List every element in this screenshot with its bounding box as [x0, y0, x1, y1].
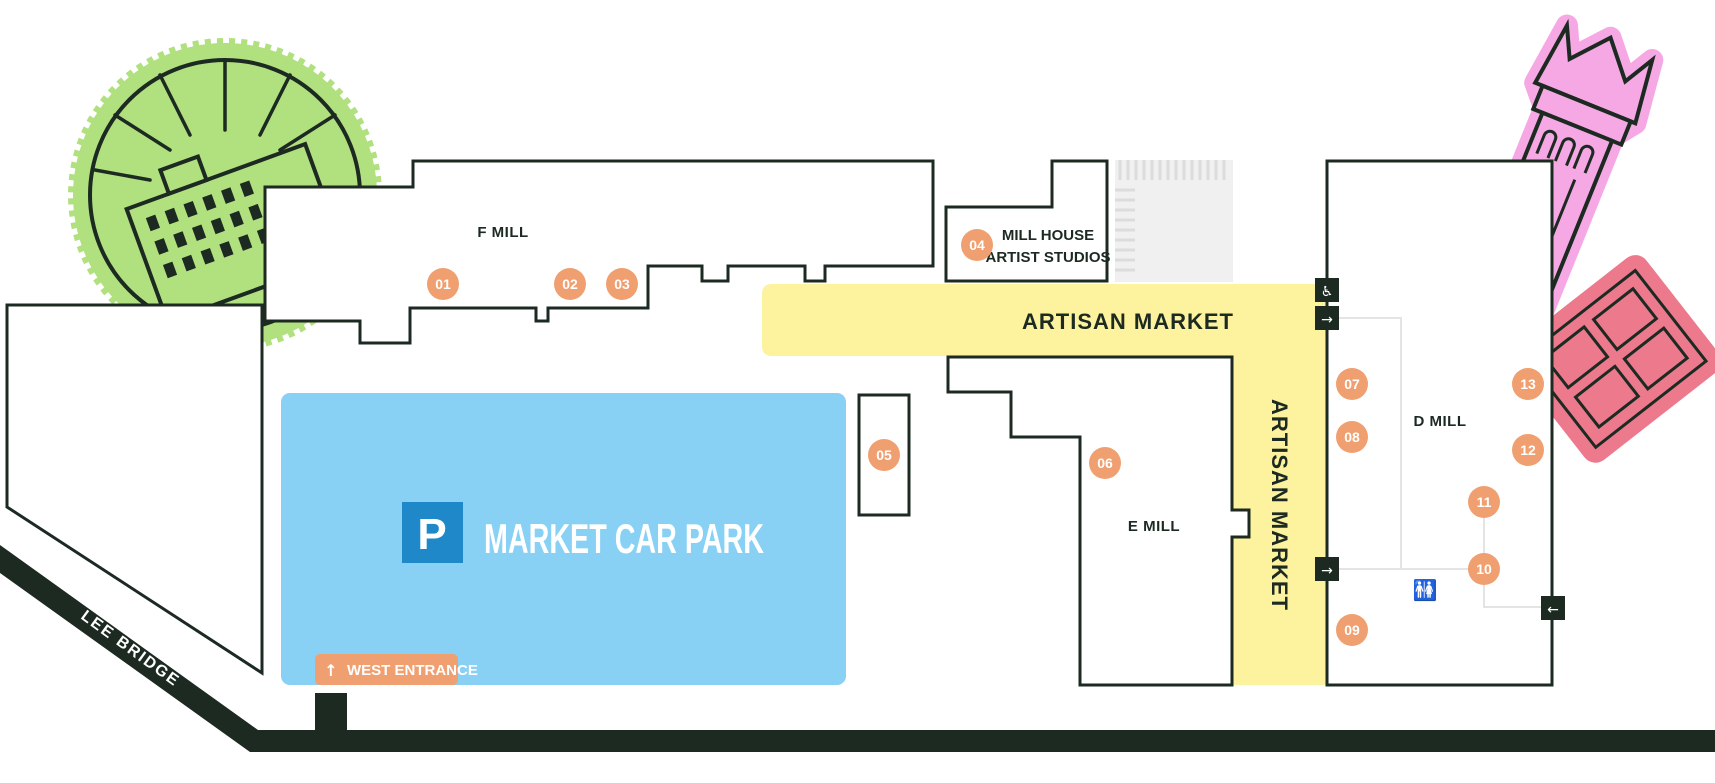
svg-text:10: 10	[1476, 561, 1492, 577]
artisan-market-label: ARTISAN MARKET	[1022, 309, 1234, 334]
unit-06[interactable]: 06	[1089, 447, 1121, 479]
svg-text:←: ←	[1547, 602, 1559, 618]
mill-house-building[interactable]: MILL HOUSE ARTIST STUDIOS	[944, 159, 1233, 283]
svg-text:04: 04	[969, 237, 985, 253]
unit-09[interactable]: 09	[1336, 614, 1368, 646]
unit-07[interactable]: 07	[1336, 368, 1368, 400]
svg-text:12: 12	[1520, 442, 1536, 458]
entrance-arrow-right-icon[interactable]: →	[1315, 306, 1339, 330]
d-mill-label: D MILL	[1414, 413, 1467, 430]
f-mill-label: F MILL	[477, 224, 528, 241]
svg-text:→: →	[1321, 312, 1333, 328]
svg-text:♿: ♿	[1321, 284, 1334, 300]
svg-text:03: 03	[614, 276, 630, 292]
west-plot-outline	[5, 303, 264, 676]
svg-text:→: →	[1321, 563, 1333, 579]
car-park-label: MARKET CAR PARK	[484, 515, 764, 562]
unit-02[interactable]: 02	[554, 268, 586, 300]
svg-text:05: 05	[876, 447, 892, 463]
svg-text:11: 11	[1477, 494, 1492, 510]
svg-text:01: 01	[435, 276, 451, 292]
mill-house-courtyard-steps	[1115, 160, 1226, 272]
unit-01[interactable]: 01	[427, 268, 459, 300]
mill-house-label-line2: ARTIST STUDIOS	[985, 249, 1110, 266]
svg-text:08: 08	[1344, 429, 1360, 445]
west-entrance[interactable]: ↑ WEST ENTRANCE	[315, 654, 478, 730]
e-mill-label: E MILL	[1128, 518, 1180, 535]
west-entrance-label: WEST ENTRANCE	[347, 662, 478, 679]
entrance-arrow-right-icon-lower[interactable]: →	[1315, 557, 1339, 581]
f-mill-building[interactable]: F MILL	[263, 159, 935, 345]
red-building-illustration	[1509, 255, 1715, 463]
unit-03[interactable]: 03	[606, 268, 638, 300]
accessible-entrance-icon[interactable]: ♿	[1315, 278, 1339, 302]
artisan-market-area[interactable]: ARTISAN MARKET ARTISAN MARKET	[762, 284, 1326, 685]
exit-arrow-left-icon[interactable]: ←	[1541, 596, 1565, 620]
unit-11[interactable]: 11	[1468, 486, 1500, 518]
market-car-park[interactable]: P MARKET CAR PARK	[281, 393, 846, 685]
unit-04[interactable]: 04	[961, 229, 993, 261]
parking-sign-letter: P	[417, 510, 446, 559]
unit-13[interactable]: 13	[1512, 368, 1544, 400]
svg-text:13: 13	[1520, 376, 1536, 392]
svg-text:02: 02	[562, 276, 578, 292]
road-label: LEE BRIDGE	[78, 607, 183, 690]
west-entrance-arrow-icon: ↑	[324, 661, 337, 680]
parking-sign	[402, 502, 463, 563]
svg-text:09: 09	[1344, 622, 1360, 638]
unit-10[interactable]: 10	[1468, 553, 1500, 585]
toilets-icon: 🚻	[1413, 578, 1438, 602]
unit-08[interactable]: 08	[1336, 421, 1368, 453]
svg-text:07: 07	[1344, 376, 1360, 392]
svg-text:06: 06	[1097, 455, 1113, 471]
e-mill-building[interactable]: E MILL	[946, 355, 1251, 687]
unit-05[interactable]: 05	[868, 439, 900, 471]
artisan-market-vertical-label: ARTISAN MARKET	[1267, 399, 1292, 611]
west-entrance-gate	[315, 693, 347, 730]
d-mill-building[interactable]: D MILL	[1325, 159, 1554, 687]
mill-house-label-line1: MILL HOUSE	[1002, 227, 1094, 244]
unit-12[interactable]: 12	[1512, 434, 1544, 466]
